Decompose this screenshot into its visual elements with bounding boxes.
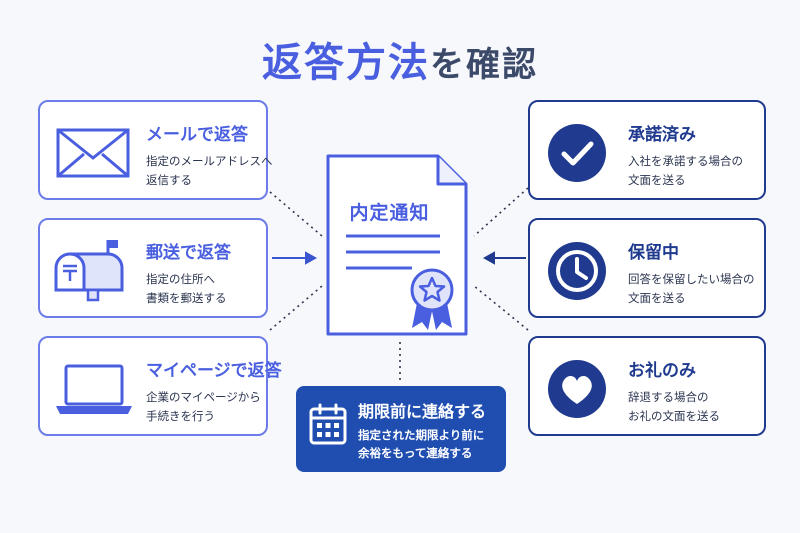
arrow-postal-head [305, 251, 318, 265]
card-accepted: 承諾済み 入社を承諾する場合の 文面を送る [528, 100, 766, 200]
calendar-icon [309, 403, 347, 445]
card-email-description: 指定のメールアドレスへ 返信する [146, 154, 273, 187]
envelope-icon [56, 128, 130, 178]
document-title: 内定通知 [349, 202, 430, 224]
card-pending-description: 回答を保留したい場合の 文面を送る [628, 272, 755, 305]
card-pending: 保留中 回答を保留したい場合の 文面を送る [528, 218, 766, 318]
card-mypage-title: マイページで返答 [146, 361, 282, 381]
heart-icon [548, 360, 606, 418]
card-postal-title: 郵送で返答 [146, 243, 231, 263]
card-pending-title: 保留中 [628, 243, 679, 263]
card-accepted-title: 承諾済み [628, 125, 696, 145]
page-title-suffix: を確認 [430, 45, 538, 85]
mailbox-icon [54, 240, 124, 302]
connector-mypage [269, 285, 323, 331]
card-email-title: メールで返答 [146, 125, 248, 145]
card-thanks: お礼のみ 辞退する場合の お礼の文面を送る [528, 336, 766, 436]
page-title-main: 返答方法 [262, 40, 430, 86]
deadline-description: 指定された期限より前に 余裕をもって連絡する [358, 428, 485, 460]
card-thanks-description: 辞退する場合の お礼の文面を送る [628, 390, 720, 423]
connector-accepted [473, 187, 529, 237]
clock-icon [548, 242, 606, 300]
card-accepted-description: 入社を承諾する場合の 文面を送る [628, 154, 743, 187]
connector-email [269, 191, 323, 237]
connector-thanks [473, 285, 529, 331]
laptop-icon [56, 364, 132, 414]
award-badge-icon [410, 268, 454, 330]
deadline-box: 期限前に連絡する 指定された期限より前に 余裕をもって連絡する [296, 386, 506, 472]
card-email: メールで返答 指定のメールアドレスへ 返信する [38, 100, 273, 200]
card-thanks-title: お礼のみ [628, 361, 696, 381]
card-mypage: マイページで返答 企業のマイページから 手続きを行う [38, 336, 282, 436]
arrow-pending-head [482, 251, 495, 265]
card-postal-description: 指定の住所へ 書類を郵送する [146, 272, 227, 305]
offer-document-icon [326, 154, 468, 336]
deadline-title: 期限前に連絡する [358, 402, 487, 421]
page-title: 返答方法を確認 [0, 30, 800, 88]
card-postal: 郵送で返答 指定の住所へ 書類を郵送する [38, 218, 268, 318]
check-circle-icon [548, 124, 606, 182]
card-mypage-description: 企業のマイページから 手続きを行う [146, 390, 261, 423]
